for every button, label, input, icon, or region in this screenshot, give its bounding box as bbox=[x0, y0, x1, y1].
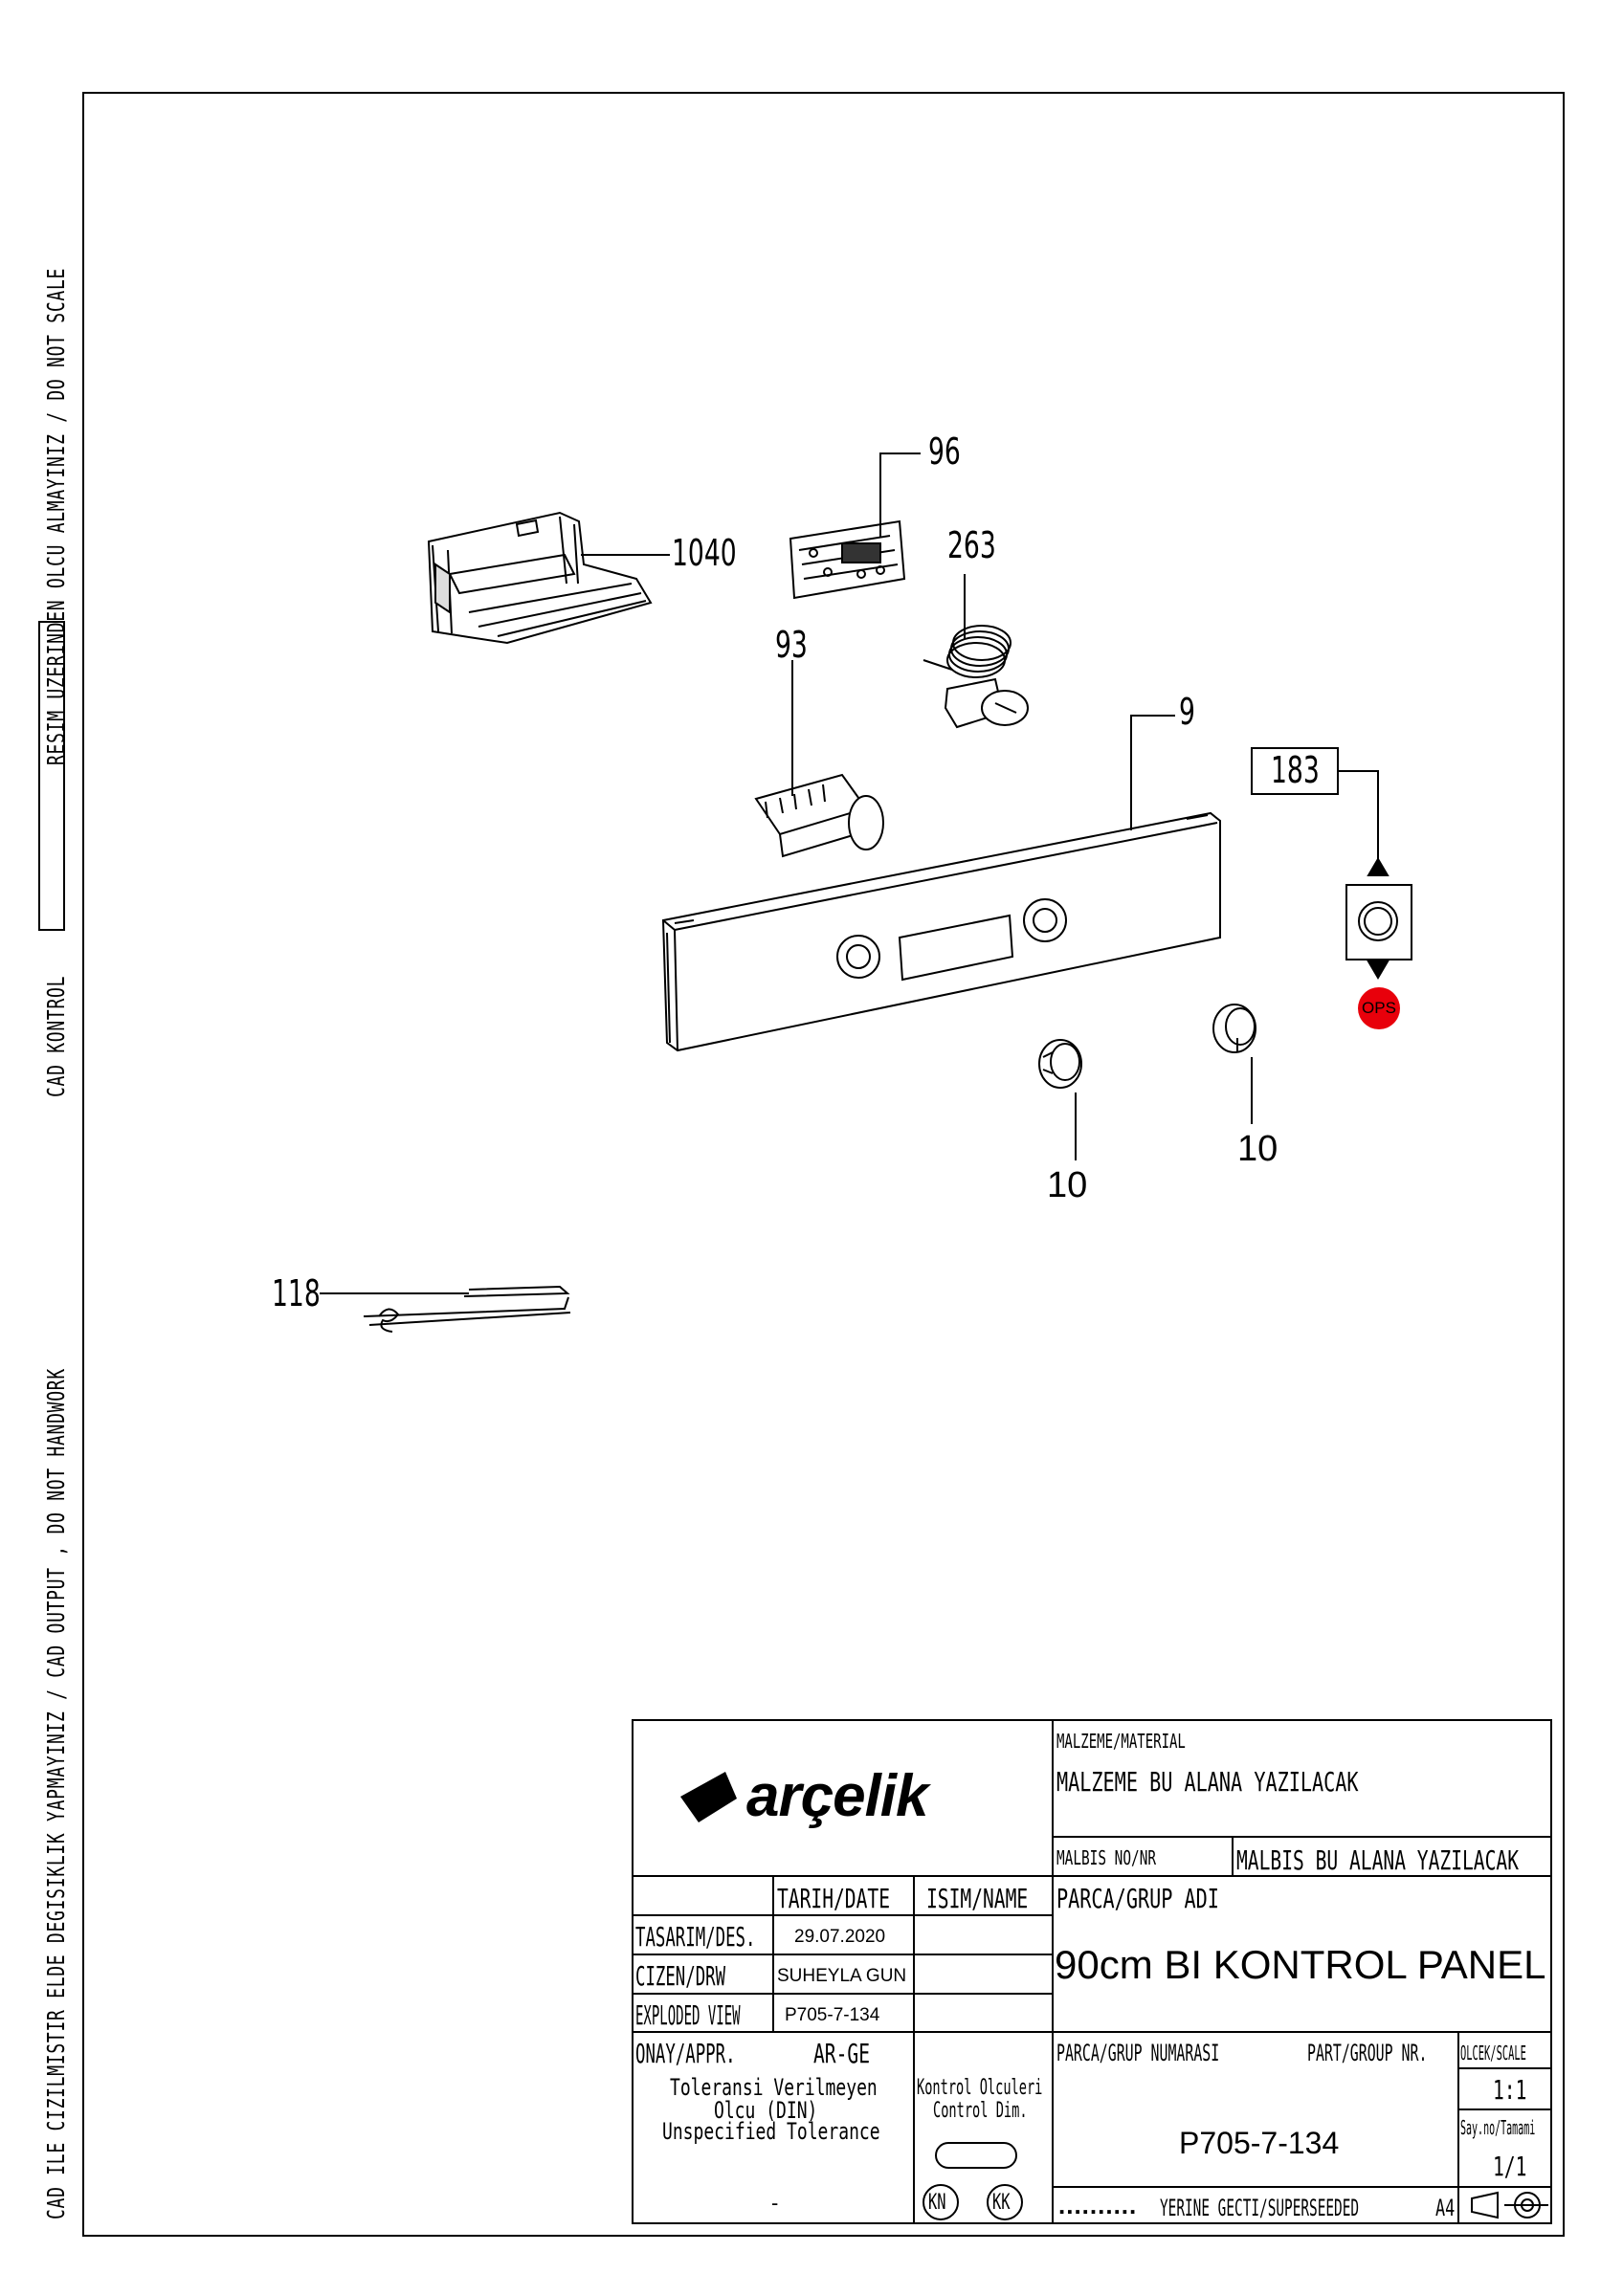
part-10-knob-left bbox=[1038, 1039, 1082, 1089]
kk-label: KK bbox=[992, 2191, 1011, 2215]
callout-183: 183 bbox=[1271, 749, 1320, 791]
material-value: MALZEME BU ALANA YAZILACAK bbox=[1056, 1766, 1359, 1798]
paper-size: A4 bbox=[1435, 2195, 1456, 2221]
tolerance-line-1: Toleransi Verilmeyen bbox=[670, 2074, 878, 2101]
superseded-label: YERINE GECTI/SUPERSEEDED bbox=[1160, 2195, 1360, 2221]
material-label: MALZEME/MATERIAL bbox=[1056, 1730, 1186, 1753]
arcelik-logo-mark bbox=[680, 1772, 737, 1822]
callout-10-left: 10 bbox=[1047, 1165, 1088, 1205]
malbis-value: MALBIS BU ALANA YAZILACAK bbox=[1236, 1844, 1520, 1876]
exploded-value: P705-7-134 bbox=[785, 2005, 880, 2025]
arcelik-logo: arçelik bbox=[746, 1763, 929, 1829]
group-name-label: PARCA/GRUP ADI bbox=[1056, 1883, 1219, 1914]
sheet-label: Say.no/Tamami bbox=[1460, 2116, 1536, 2139]
scale-label: OLCEK/SCALE bbox=[1460, 2042, 1526, 2064]
part-1040-bracket bbox=[427, 511, 653, 645]
scale-value: 1:1 bbox=[1493, 2074, 1527, 2106]
control-line-1: Kontrol Olculeri bbox=[917, 2076, 1043, 2100]
part-9-control-panel bbox=[661, 811, 1221, 1052]
group-number-label: PARCA/GRUP NUMARASI bbox=[1056, 2040, 1220, 2066]
drawn-name: SUHEYLA GUN bbox=[777, 1966, 907, 1986]
part-263-coil bbox=[923, 625, 1029, 729]
sheet-value: 1/1 bbox=[1493, 2151, 1527, 2182]
part-96-pcb bbox=[789, 519, 906, 600]
tolerance-value: - bbox=[771, 2191, 779, 2215]
group-name-value: 90cm BI KONTROL PANEL bbox=[1055, 1942, 1546, 1987]
part-183-ring bbox=[1358, 901, 1398, 941]
part-183-frame bbox=[1345, 884, 1412, 960]
callout-118: 118 bbox=[272, 1272, 321, 1314]
callout-1040: 1040 bbox=[672, 532, 737, 574]
control-line-2: Control Dim. bbox=[933, 2099, 1028, 2123]
arrow-up-icon bbox=[1367, 857, 1390, 876]
design-label: TASARIM/DES. bbox=[635, 1921, 756, 1953]
drawing-frame bbox=[82, 92, 1565, 2237]
exploded-label: EXPLODED VIEW bbox=[635, 1999, 741, 2031]
ops-label: OPS bbox=[1362, 999, 1396, 1017]
part-118-wire bbox=[363, 1285, 571, 1333]
arrow-down-icon bbox=[1367, 960, 1390, 980]
approval-value: AR-GE bbox=[813, 2038, 871, 2069]
superseded-dots: .......... bbox=[1058, 2191, 1138, 2219]
callout-93: 93 bbox=[775, 624, 808, 666]
name-header: ISIM/NAME bbox=[926, 1883, 1029, 1914]
design-date: 29.07.2020 bbox=[794, 1927, 886, 1947]
part-number: P705-7-134 bbox=[1179, 2126, 1340, 2160]
kn-label: KN bbox=[928, 2191, 946, 2215]
approval-label: ONAY/APPR. bbox=[635, 2038, 736, 2069]
malbis-label: MALBIS NO/NR bbox=[1056, 1846, 1157, 1869]
part-group-label: PART/GROUP NR. bbox=[1307, 2040, 1428, 2066]
part-10-knob-right bbox=[1212, 1004, 1256, 1053]
tolerance-line-2: Olcu (DIN) bbox=[714, 2097, 818, 2124]
callout-96: 96 bbox=[928, 430, 961, 473]
date-header: TARIH/DATE bbox=[777, 1883, 891, 1914]
leader-183 bbox=[1338, 770, 1379, 875]
leader-96 bbox=[879, 453, 921, 538]
callout-10-right: 10 bbox=[1237, 1129, 1278, 1169]
callout-263: 263 bbox=[947, 524, 996, 566]
part-93-connector bbox=[754, 773, 884, 858]
leader-9 bbox=[1130, 715, 1175, 830]
ops-badge bbox=[1358, 987, 1400, 1029]
tolerance-line-3: Unspecified Tolerance bbox=[662, 2118, 880, 2145]
drawn-label: CIZEN/DRW bbox=[635, 1960, 726, 1992]
callout-9: 9 bbox=[1179, 691, 1195, 733]
